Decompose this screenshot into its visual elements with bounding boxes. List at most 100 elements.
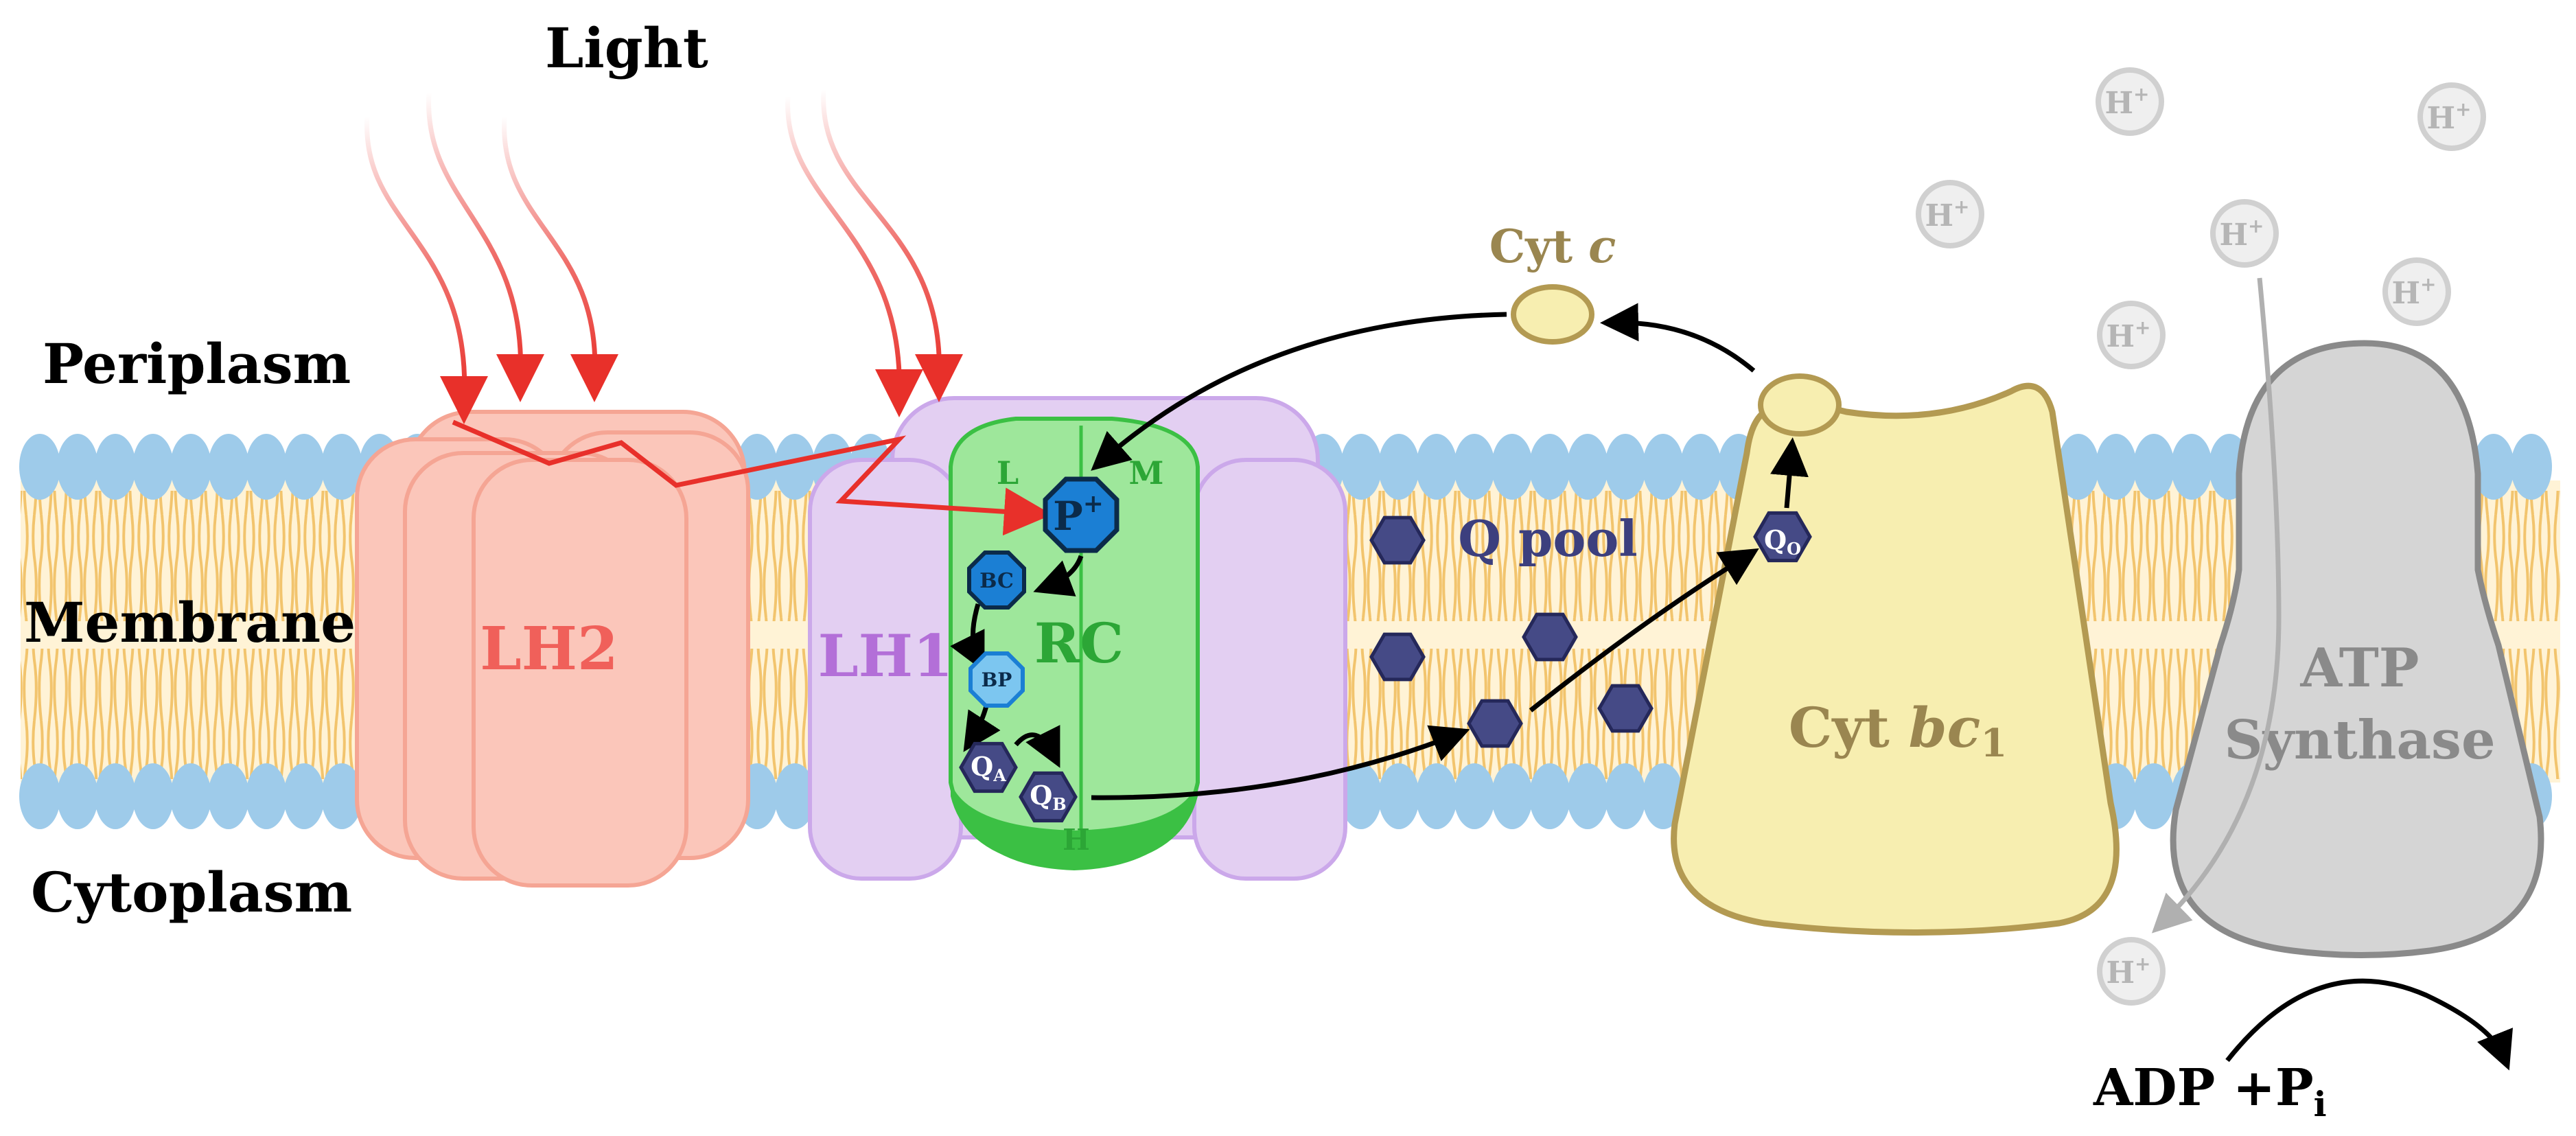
lipid-head [2133, 434, 2174, 500]
rc-h-label: H [1063, 823, 1090, 857]
cytoplasm-label: Cytoplasm [31, 860, 352, 925]
svg-text:P+: P+ [1053, 489, 1104, 540]
lipid-head [1416, 763, 1457, 829]
lipid-head [1341, 763, 1382, 829]
lipid-head [1567, 434, 1608, 500]
lipid-head [1378, 763, 1419, 829]
pool-quinone [1467, 699, 1523, 748]
lipid-head [19, 763, 60, 829]
pool-to-qo-arrow [1529, 548, 1759, 712]
atp-synthase-body [2170, 340, 2544, 958]
proton-group: H+ H+ H+ H+ H+ H+ H+ [1916, 67, 2486, 1006]
qb-quinone [1019, 771, 1078, 823]
periplasm-label: Periplasm [43, 332, 351, 396]
proton-label: H+ [2219, 215, 2264, 253]
atp-synthase-complex: ATP Synthase [2170, 340, 2544, 958]
qo-quinone [1753, 511, 1812, 563]
qa-label: QA [971, 751, 1006, 785]
p-plus-cofactor: P+ [1043, 476, 1119, 553]
lipid-head [1605, 434, 1646, 500]
lipid-head [19, 434, 60, 500]
qb-label: QB [1030, 780, 1066, 814]
atp-reaction-arrow [2225, 978, 2513, 1071]
quinone-group [959, 511, 1812, 823]
lh2-label: LH2 [480, 614, 618, 684]
rc-m-label: M [1129, 454, 1164, 491]
rc-l-label: L [997, 454, 1019, 491]
lipid-head [170, 763, 211, 829]
lipid-head [170, 434, 211, 500]
light-arrow [785, 95, 902, 399]
light-arrow [426, 92, 524, 384]
lipid-head [1643, 434, 1684, 500]
cyt-c-label: Cyt c [1489, 220, 1616, 273]
atp-synthase-label-1: ATP [2300, 637, 2420, 699]
lh2-complex: LH2 [355, 410, 750, 888]
lipid-head [132, 434, 174, 500]
rc-h-band [951, 783, 1198, 868]
lipid-head [1529, 763, 1570, 829]
lipid-head [2171, 434, 2212, 500]
lipid-head [95, 434, 136, 500]
qb-to-pool-arrow [1091, 725, 1470, 800]
svg-text:BC: BC [979, 569, 1014, 593]
lipid-head [2511, 434, 2552, 500]
lipid-head [208, 434, 249, 500]
light-arrow [364, 116, 467, 406]
pool-quinone [1522, 612, 1578, 662]
bc-to-bp-arrow [950, 603, 985, 672]
quinone-labels: QA QB QO [971, 524, 1801, 814]
lipid-head [1454, 763, 1495, 829]
lipid-head [1492, 434, 1533, 500]
lipid-head [57, 763, 98, 829]
lipid-head [2473, 434, 2514, 500]
proton-label: H+ [2426, 98, 2471, 136]
qa-to-qb-arrow [1014, 725, 1060, 768]
cyt-bc1-top-ellipse [1758, 373, 1842, 437]
qa-quinone [959, 741, 1018, 793]
proton: H+ [2097, 937, 2166, 1006]
lipid-head [57, 434, 98, 500]
light-arrow [502, 116, 598, 384]
light-arrows [364, 89, 1052, 536]
pool-quinone [1369, 632, 1426, 682]
lipid-head [132, 763, 174, 829]
proton: H+ [1916, 180, 1984, 248]
bc1-to-cyt-c-arrow [1600, 303, 1756, 373]
proton: H+ [2096, 67, 2164, 136]
svg-text:BP: BP [982, 669, 1012, 691]
proton: H+ [2097, 301, 2166, 369]
cyt-c-ellipse [1511, 284, 1594, 345]
lipid-head [1567, 763, 1608, 829]
q-pool-label: Q pool [1458, 509, 1638, 568]
lh1-label: LH1 [818, 622, 953, 690]
electron-transfer-arrows [950, 303, 2513, 1071]
lipid-head [1378, 434, 1419, 500]
lipid-head [1416, 434, 1457, 500]
proton: H+ [2210, 199, 2279, 268]
lipid-head [246, 434, 287, 500]
lipid-head [321, 763, 362, 829]
lipid-head [1454, 434, 1495, 500]
proton: H+ [2382, 257, 2451, 326]
lipid-head [283, 434, 325, 500]
qo-label: QO [1764, 524, 1801, 559]
lipid-head [774, 434, 815, 500]
qo-to-bc1-arrow [1770, 437, 1809, 509]
lipid-head [321, 434, 362, 500]
lipid-head [1341, 434, 1382, 500]
lipid-head [1643, 763, 1684, 829]
proton-path-arrow [2151, 277, 2282, 934]
cyt-c-to-p-arrow [1091, 312, 1507, 471]
lipid-head [1492, 763, 1533, 829]
bp-cofactor: BP [968, 651, 1025, 708]
bc-cofactor: BC [967, 550, 1026, 610]
lipid-head [283, 763, 325, 829]
cyt-bc1-label: Cyt bc1 [1789, 695, 2008, 766]
rc-cofactors: P+ BC BP [967, 476, 1119, 708]
lipid-head [1605, 763, 1646, 829]
lipid-head [95, 763, 136, 829]
lipid-head [1680, 434, 1721, 500]
atp-reaction-label: ADP +Pi [2093, 1058, 2327, 1124]
